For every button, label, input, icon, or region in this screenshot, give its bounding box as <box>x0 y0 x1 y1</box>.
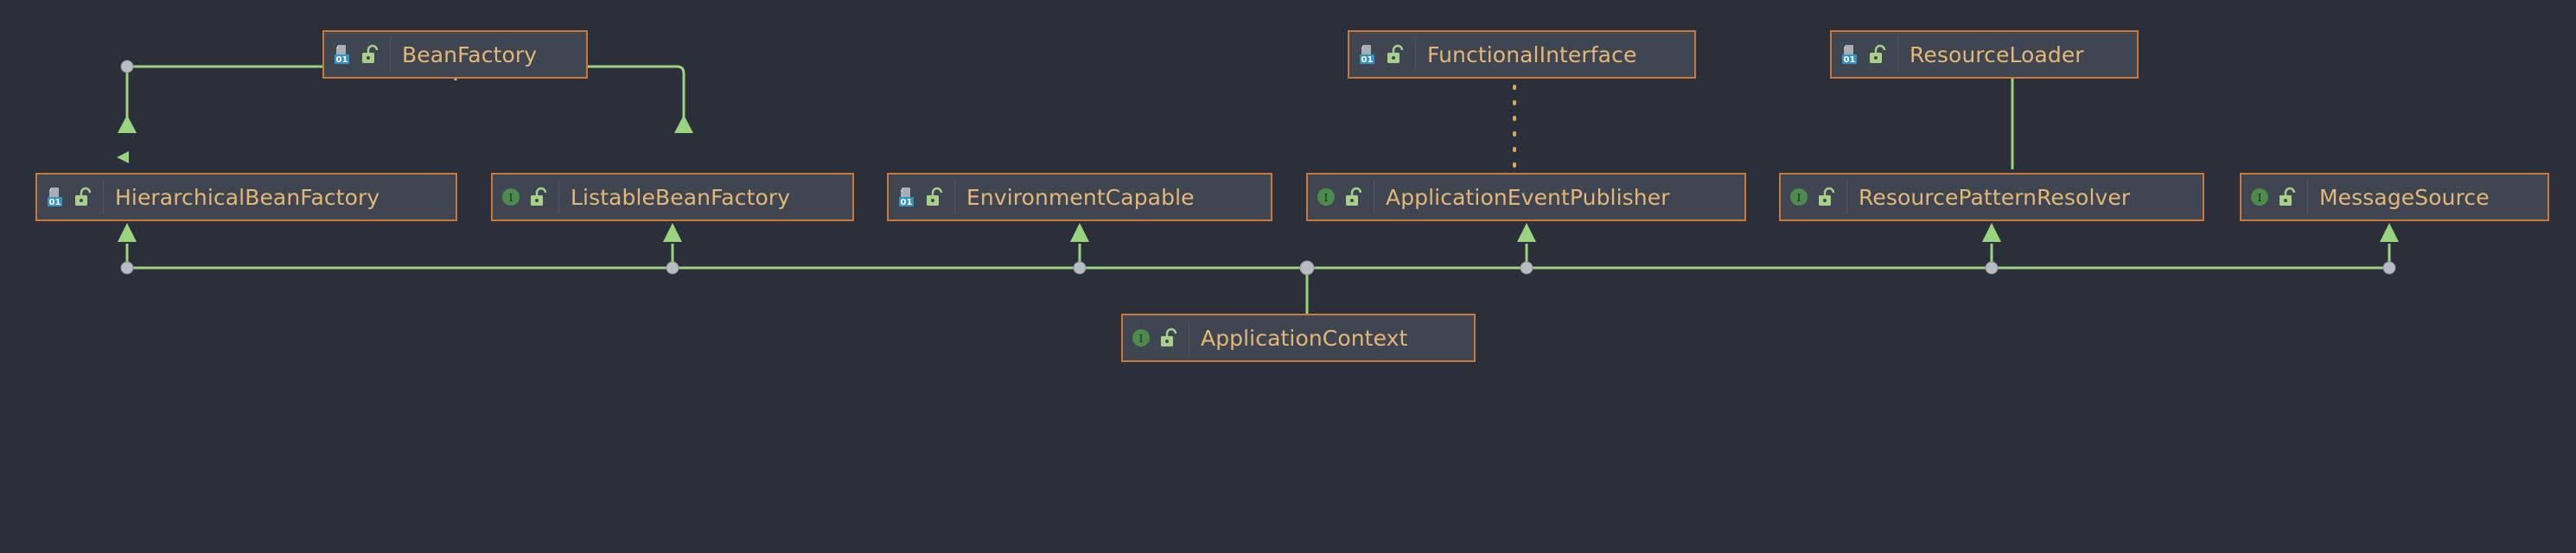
class-01-icon: 01 <box>1356 43 1379 66</box>
unlocked-padlock-icon <box>1158 327 1179 349</box>
svg-text:01: 01 <box>49 198 61 207</box>
unlocked-padlock-icon <box>1343 186 1364 208</box>
uml-node-application-context[interactable]: I ApplicationContext <box>1121 314 1476 362</box>
uml-node-listable-bean-factory[interactable]: I ListableBeanFactory <box>491 173 854 221</box>
node-icon-group: I <box>1130 321 1189 355</box>
class-01-icon: 01 <box>1839 43 1861 66</box>
uml-node-application-event-publisher[interactable]: I ApplicationEventPublisher <box>1306 173 1746 221</box>
unlocked-padlock-icon <box>1816 186 1837 208</box>
class-01-icon: 01 <box>331 43 354 66</box>
svg-text:01: 01 <box>901 198 913 207</box>
class-01-icon: 01 <box>44 186 67 208</box>
interface-i-icon: I <box>1788 186 1810 208</box>
uml-node-resource-loader[interactable]: 01 ResourceLoader <box>1830 30 2139 79</box>
node-icon-group: 01 <box>896 180 955 214</box>
unlocked-padlock-icon <box>528 186 549 208</box>
unlocked-padlock-icon <box>1867 43 1888 66</box>
node-icon-group: 01 <box>331 37 391 72</box>
uml-node-message-source[interactable]: I MessageSource <box>2240 173 2549 221</box>
node-label: MessageSource <box>2319 184 2490 210</box>
uml-node-hierarchical-bean-factory[interactable]: 01 HierarchicalBeanFactory <box>35 173 457 221</box>
edge-arrowheads-bus <box>118 223 2399 276</box>
unlocked-padlock-icon <box>1385 43 1406 66</box>
node-label: ResourceLoader <box>1910 41 2084 67</box>
svg-text:I: I <box>1797 192 1801 204</box>
node-icon-group: 01 <box>1839 37 1898 72</box>
svg-text:01: 01 <box>1844 55 1856 65</box>
unlocked-padlock-icon <box>360 43 380 66</box>
node-icon-group: I <box>2248 180 2308 214</box>
node-label: BeanFactory <box>402 41 538 67</box>
node-label: HierarchicalBeanFactory <box>115 184 380 210</box>
node-label: FunctionalInterface <box>1427 41 1637 67</box>
node-icon-group: 01 <box>44 180 104 214</box>
node-icon-group: I <box>1788 180 1847 214</box>
unlocked-padlock-icon <box>73 186 93 208</box>
interface-i-icon: I <box>1130 327 1152 349</box>
unlocked-padlock-icon <box>2277 186 2298 208</box>
svg-text:01: 01 <box>336 55 348 65</box>
node-label: ApplicationContext <box>1201 325 1408 351</box>
class-01-icon: 01 <box>896 186 918 208</box>
uml-node-environment-capable[interactable]: 01 EnvironmentCapable <box>887 173 1272 221</box>
svg-text:I: I <box>1324 192 1329 204</box>
interface-i-icon: I <box>500 186 522 208</box>
node-label: ApplicationEventPublisher <box>1386 184 1670 210</box>
node-label: ResourcePatternResolver <box>1859 184 2131 210</box>
svg-text:I: I <box>2258 192 2262 204</box>
interface-i-icon: I <box>1315 186 1337 208</box>
svg-text:01: 01 <box>1361 55 1374 65</box>
interface-i-icon: I <box>2248 186 2271 208</box>
node-icon-group: I <box>500 180 559 214</box>
edge-application-context-bus <box>125 244 2391 314</box>
svg-text:I: I <box>1139 333 1144 345</box>
node-icon-group: I <box>1315 180 1374 214</box>
uml-node-functional-interface[interactable]: 01 FunctionalInterface <box>1348 30 1696 79</box>
svg-text:I: I <box>509 192 513 204</box>
edge-to-bean-factory <box>117 60 685 163</box>
node-icon-group: 01 <box>1356 37 1416 72</box>
unlocked-padlock-icon <box>924 186 945 208</box>
uml-node-resource-pattern-resolver[interactable]: I ResourcePatternResolver <box>1779 173 2204 221</box>
uml-node-bean-factory[interactable]: 01 BeanFactory <box>322 30 588 79</box>
node-label: EnvironmentCapable <box>966 184 1195 210</box>
node-label: ListableBeanFactory <box>571 184 791 210</box>
